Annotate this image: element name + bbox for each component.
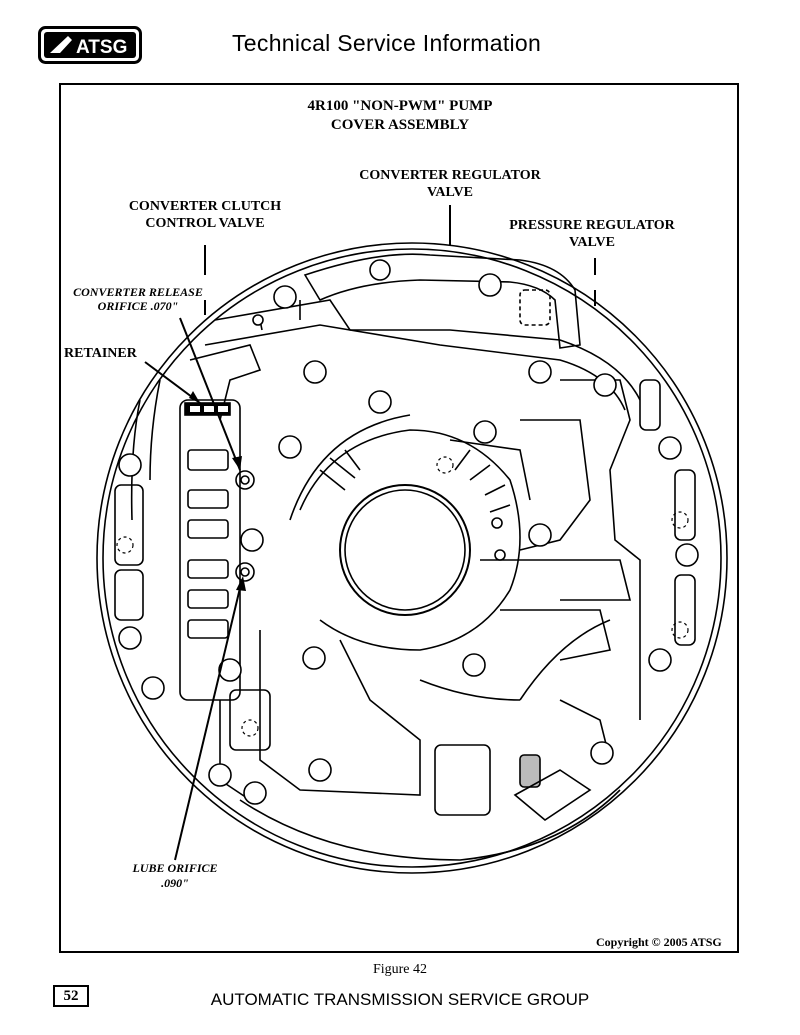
page-number: 52: [53, 985, 89, 1007]
converter-regulator-label-2: VALVE: [427, 185, 473, 200]
svg-text:ATSG: ATSG: [76, 37, 127, 58]
atsg-logo: ATSG: [38, 26, 142, 64]
retainer-label: RETAINER: [64, 346, 137, 361]
release-orifice-label-2: ORIFICE .070": [97, 299, 179, 313]
lube-orifice-label-2: .090": [161, 876, 189, 890]
diagram-title-line1: 4R100 "NON-PWM" PUMP: [307, 98, 493, 114]
pressure-regulator-label-2: VALVE: [569, 235, 615, 250]
page-header-title: Technical Service Information: [232, 30, 542, 56]
figure-frame: [59, 83, 739, 953]
converter-clutch-label-2: CONTROL VALVE: [145, 216, 265, 231]
release-orifice-label-1: CONVERTER RELEASE: [73, 285, 203, 299]
converter-clutch-label-1: CONVERTER CLUTCH: [128, 199, 282, 214]
converter-regulator-label-1: CONVERTER REGULATOR: [359, 168, 541, 183]
figure-caption: Figure 42: [372, 962, 428, 977]
footer-title: AUTOMATIC TRANSMISSION SERVICE GROUP: [210, 990, 590, 1009]
diagram-title-line2: COVER ASSEMBLY: [330, 117, 470, 133]
pressure-regulator-label-1: PRESSURE REGULATOR: [509, 218, 675, 233]
copyright-notice: Copyright © 2005 ATSG: [596, 935, 722, 949]
logo-wing-icon: [50, 36, 72, 53]
lube-orifice-label-1: LUBE ORIFICE: [132, 861, 218, 875]
